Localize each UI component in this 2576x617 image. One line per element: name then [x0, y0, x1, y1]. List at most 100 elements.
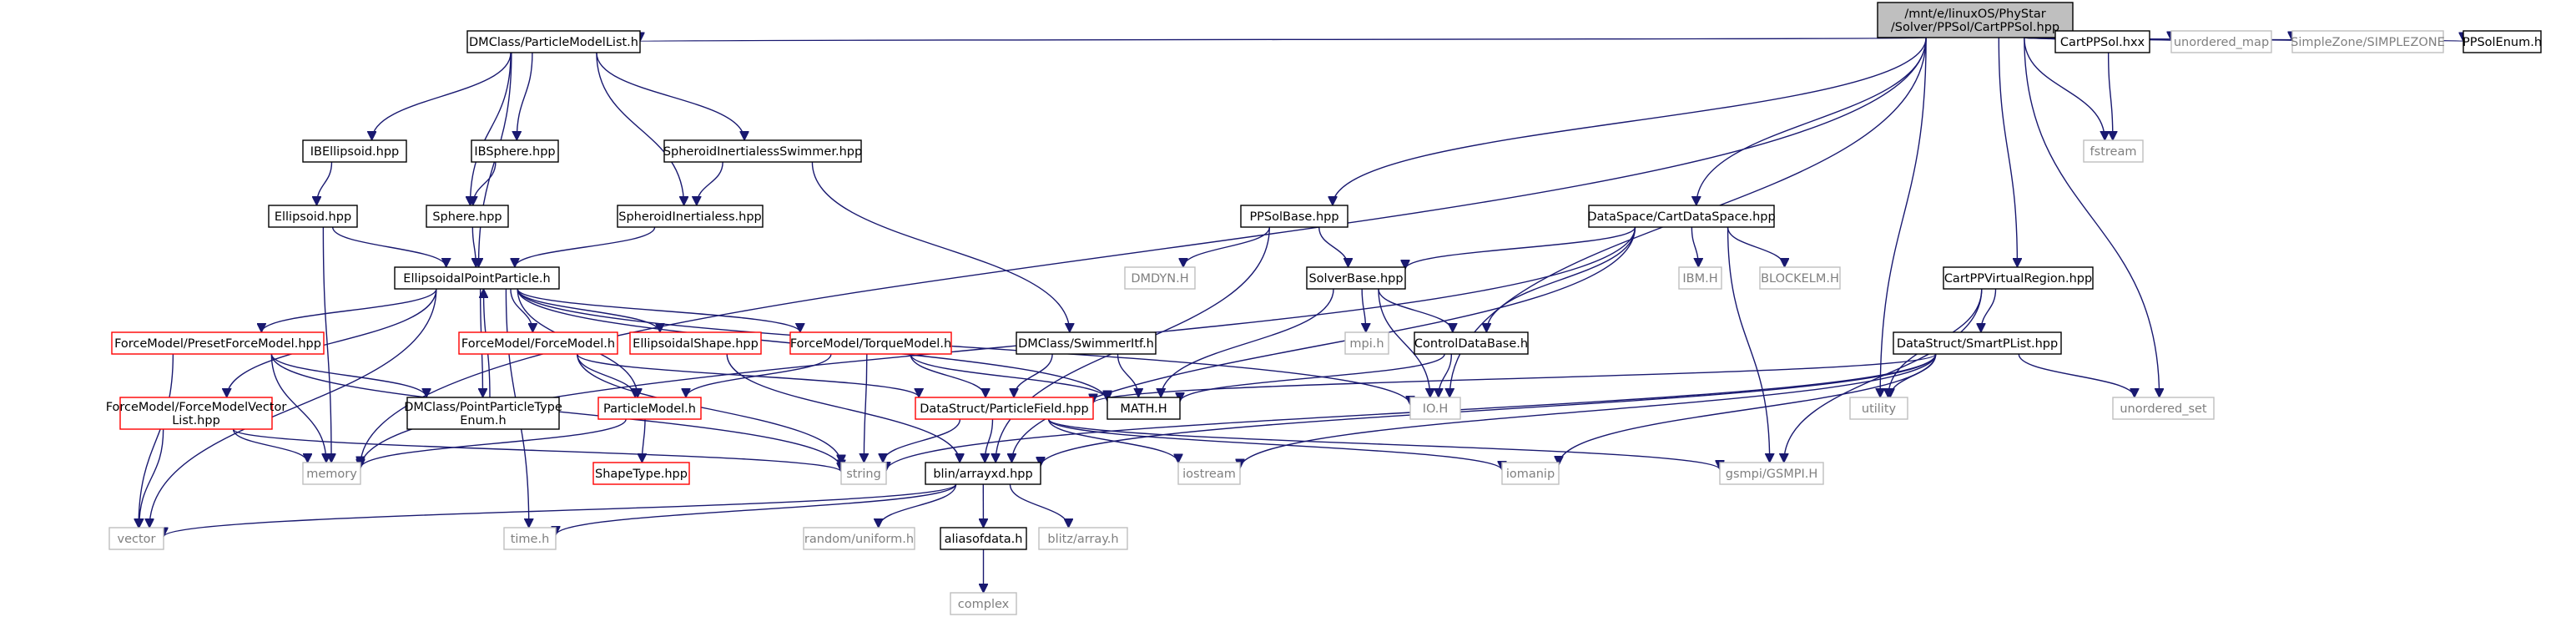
- node-label-ibellipsoid-0: IBEllipsoid.hpp: [310, 145, 400, 159]
- node-timeh[interactable]: time.h: [503, 527, 557, 550]
- node-mpih[interactable]: mpi.h: [1344, 331, 1389, 355]
- node-sphere[interactable]: Sphere.hpp: [426, 205, 509, 228]
- node-label-blitzarray-0: blitz/array.h: [1047, 533, 1118, 546]
- node-label-vector-0: vector: [118, 533, 156, 546]
- node-epp[interactable]: EllipsoidalPointParticle.h: [394, 266, 560, 290]
- node-solverbase[interactable]: SolverBase.hpp: [1306, 266, 1406, 290]
- node-shapetype[interactable]: ShapeType.hpp: [592, 462, 690, 485]
- node-smartplist[interactable]: DataStruct/SmartPList.hpp: [1893, 331, 2062, 355]
- node-ppsolenum[interactable]: PPSolEnum.h: [2463, 30, 2542, 53]
- edge-cartdataspace-to-ibmh: [1691, 226, 1698, 267]
- edge-ppsolbase-to-dmdyn: [1183, 226, 1270, 268]
- edge-ibsphere-to-sphere: [473, 161, 497, 206]
- node-forcemodel[interactable]: ForceModel/ForceModel.h: [458, 331, 618, 355]
- node-unordered_map[interactable]: unordered_map: [2170, 30, 2272, 53]
- node-vector[interactable]: vector: [108, 527, 164, 550]
- node-memory[interactable]: memory: [302, 462, 361, 485]
- node-sphinertialessswimmer[interactable]: SpheroidInertialessSwimmer.hpp: [663, 139, 862, 163]
- node-box-fstream: [2083, 139, 2144, 163]
- node-ellipsoid[interactable]: Ellipsoid.hpp: [268, 205, 358, 228]
- edge-cartdataspace-to-gsmpi: [1727, 226, 1770, 463]
- node-box-cartppvr: [1943, 266, 2094, 290]
- node-label-ppsolenum-0: PPSolEnum.h: [2463, 36, 2542, 49]
- node-box-unordered_set: [2112, 397, 2215, 420]
- edge-particlefield-to-blinarrayxd: [985, 418, 994, 463]
- edge-root-to-pml: [639, 38, 1927, 42]
- edge-particlemodel-to-shapetype: [642, 418, 645, 463]
- node-particlemodel[interactable]: ParticleModel.h: [597, 397, 702, 420]
- node-box-forcemodel: [458, 331, 618, 355]
- node-box-aliasofdata: [940, 527, 1027, 550]
- node-ioh[interactable]: IO.H: [1409, 397, 1461, 420]
- node-label-cartdataspace-0: DataSpace/CartDataSpace.hpp: [1587, 210, 1775, 224]
- node-string[interactable]: string: [840, 462, 887, 485]
- edge-cartdataspace-to-controldatabase: [1486, 226, 1636, 332]
- node-blockelm[interactable]: BLOCKELM.H: [1759, 266, 1841, 290]
- node-iostream[interactable]: iostream: [1177, 462, 1241, 485]
- node-root[interactable]: /mnt/e/linuxOS/PhyStar/Solver/PPSol/Cart…: [1877, 2, 2074, 38]
- node-ibellipsoid[interactable]: IBEllipsoid.hpp: [302, 139, 407, 163]
- node-box-utility: [1849, 397, 1908, 420]
- node-box-torquemodel: [789, 331, 952, 355]
- node-mathh[interactable]: MATH.H: [1107, 397, 1181, 420]
- node-gsmpi[interactable]: gsmpi/GSMPI.H: [1719, 462, 1824, 485]
- node-presetforce[interactable]: ForceModel/PresetForceModel.hpp: [111, 331, 325, 355]
- node-cartppvr[interactable]: CartPPVirtualRegion.hpp: [1943, 266, 2094, 290]
- node-box-mathh: [1107, 397, 1181, 420]
- edge-solverbase-to-mpih: [1362, 288, 1366, 332]
- node-blinarrayxd[interactable]: blin/arrayxd.hpp: [925, 462, 1041, 485]
- node-box-ellipsoid: [268, 205, 358, 228]
- node-blitzarray[interactable]: blitz/array.h: [1038, 527, 1128, 550]
- node-label-pml-0: DMClass/ParticleModelList.h: [469, 36, 638, 49]
- node-label-ppte-1: Enum.h: [460, 414, 506, 427]
- node-box-complex: [950, 592, 1017, 615]
- node-cartppsolhxx[interactable]: CartPPSol.hxx: [2054, 30, 2150, 53]
- node-box-root: [1877, 2, 2074, 38]
- edge-forcemodelvector-to-vector: [139, 428, 164, 528]
- edge-pml-to-ibsphere: [517, 52, 533, 140]
- node-sphinertialess[interactable]: SpheroidInertialess.hpp: [617, 205, 764, 228]
- node-box-timeh: [503, 527, 557, 550]
- node-complex[interactable]: complex: [950, 592, 1017, 615]
- edge-sphinertialessswimmer-to-sphinertialess: [697, 161, 723, 206]
- node-cartdataspace[interactable]: DataSpace/CartDataSpace.hpp: [1587, 205, 1776, 228]
- edge-epp-to-forcemodelvector: [227, 288, 437, 397]
- node-fstream[interactable]: fstream: [2083, 139, 2144, 163]
- node-randomuniform[interactable]: random/uniform.h: [803, 527, 915, 550]
- node-label-forcemodelvector-1: List.hpp: [172, 414, 220, 427]
- node-particlefield[interactable]: DataStruct/ParticleField.hpp: [915, 397, 1094, 420]
- edge-smartplist-to-blinarrayxd: [1041, 353, 1937, 467]
- node-iomanip[interactable]: iomanip: [1501, 462, 1560, 485]
- node-simplezone[interactable]: SimpleZone/SIMPLEZONE: [2291, 30, 2445, 53]
- node-box-forcemodelvector: [119, 397, 273, 430]
- node-swimmeritf[interactable]: DMClass/SwimmerItf.h: [1016, 331, 1157, 355]
- node-box-mpih: [1344, 331, 1389, 355]
- node-label-forcemodel-0: ForceModel/ForceModel.h: [461, 337, 615, 351]
- node-ibsphere[interactable]: IBSphere.hpp: [471, 139, 559, 163]
- node-box-cartppsolhxx: [2054, 30, 2150, 53]
- node-box-shapetype: [592, 462, 690, 485]
- node-box-sphinertialessswimmer: [663, 139, 862, 163]
- node-utility[interactable]: utility: [1849, 397, 1908, 420]
- edge-pml-to-sphinertialessswimmer: [596, 52, 744, 140]
- node-controldatabase[interactable]: ControlDataBase.h: [1414, 331, 1529, 355]
- node-aliasofdata[interactable]: aliasofdata.h: [940, 527, 1027, 550]
- node-label-mpih-0: mpi.h: [1349, 337, 1384, 351]
- node-label-mathh-0: MATH.H: [1120, 402, 1167, 416]
- node-ellipsoidalshape[interactable]: EllipsoidalShape.hpp: [629, 331, 762, 355]
- node-label-randomuniform-0: random/uniform.h: [804, 533, 914, 546]
- node-box-blinarrayxd: [925, 462, 1041, 485]
- node-ppsolbase[interactable]: PPSolBase.hpp: [1240, 205, 1348, 228]
- edge-epp-to-torquemodel: [517, 288, 800, 333]
- node-unordered_set[interactable]: unordered_set: [2112, 397, 2215, 420]
- edge-torquemodel-to-string: [864, 353, 866, 463]
- node-dmdyn[interactable]: DMDYN.H: [1124, 266, 1196, 290]
- node-pml[interactable]: DMClass/ParticleModelList.h: [466, 30, 641, 53]
- node-ibmh[interactable]: IBM.H: [1678, 266, 1722, 290]
- edge-root-to-utility: [1880, 37, 1927, 397]
- edge-ppsolbase-to-solverbase: [1318, 226, 1348, 268]
- node-torquemodel[interactable]: ForceModel/TorqueModel.h: [789, 331, 952, 355]
- node-label-iostream-0: iostream: [1182, 468, 1236, 481]
